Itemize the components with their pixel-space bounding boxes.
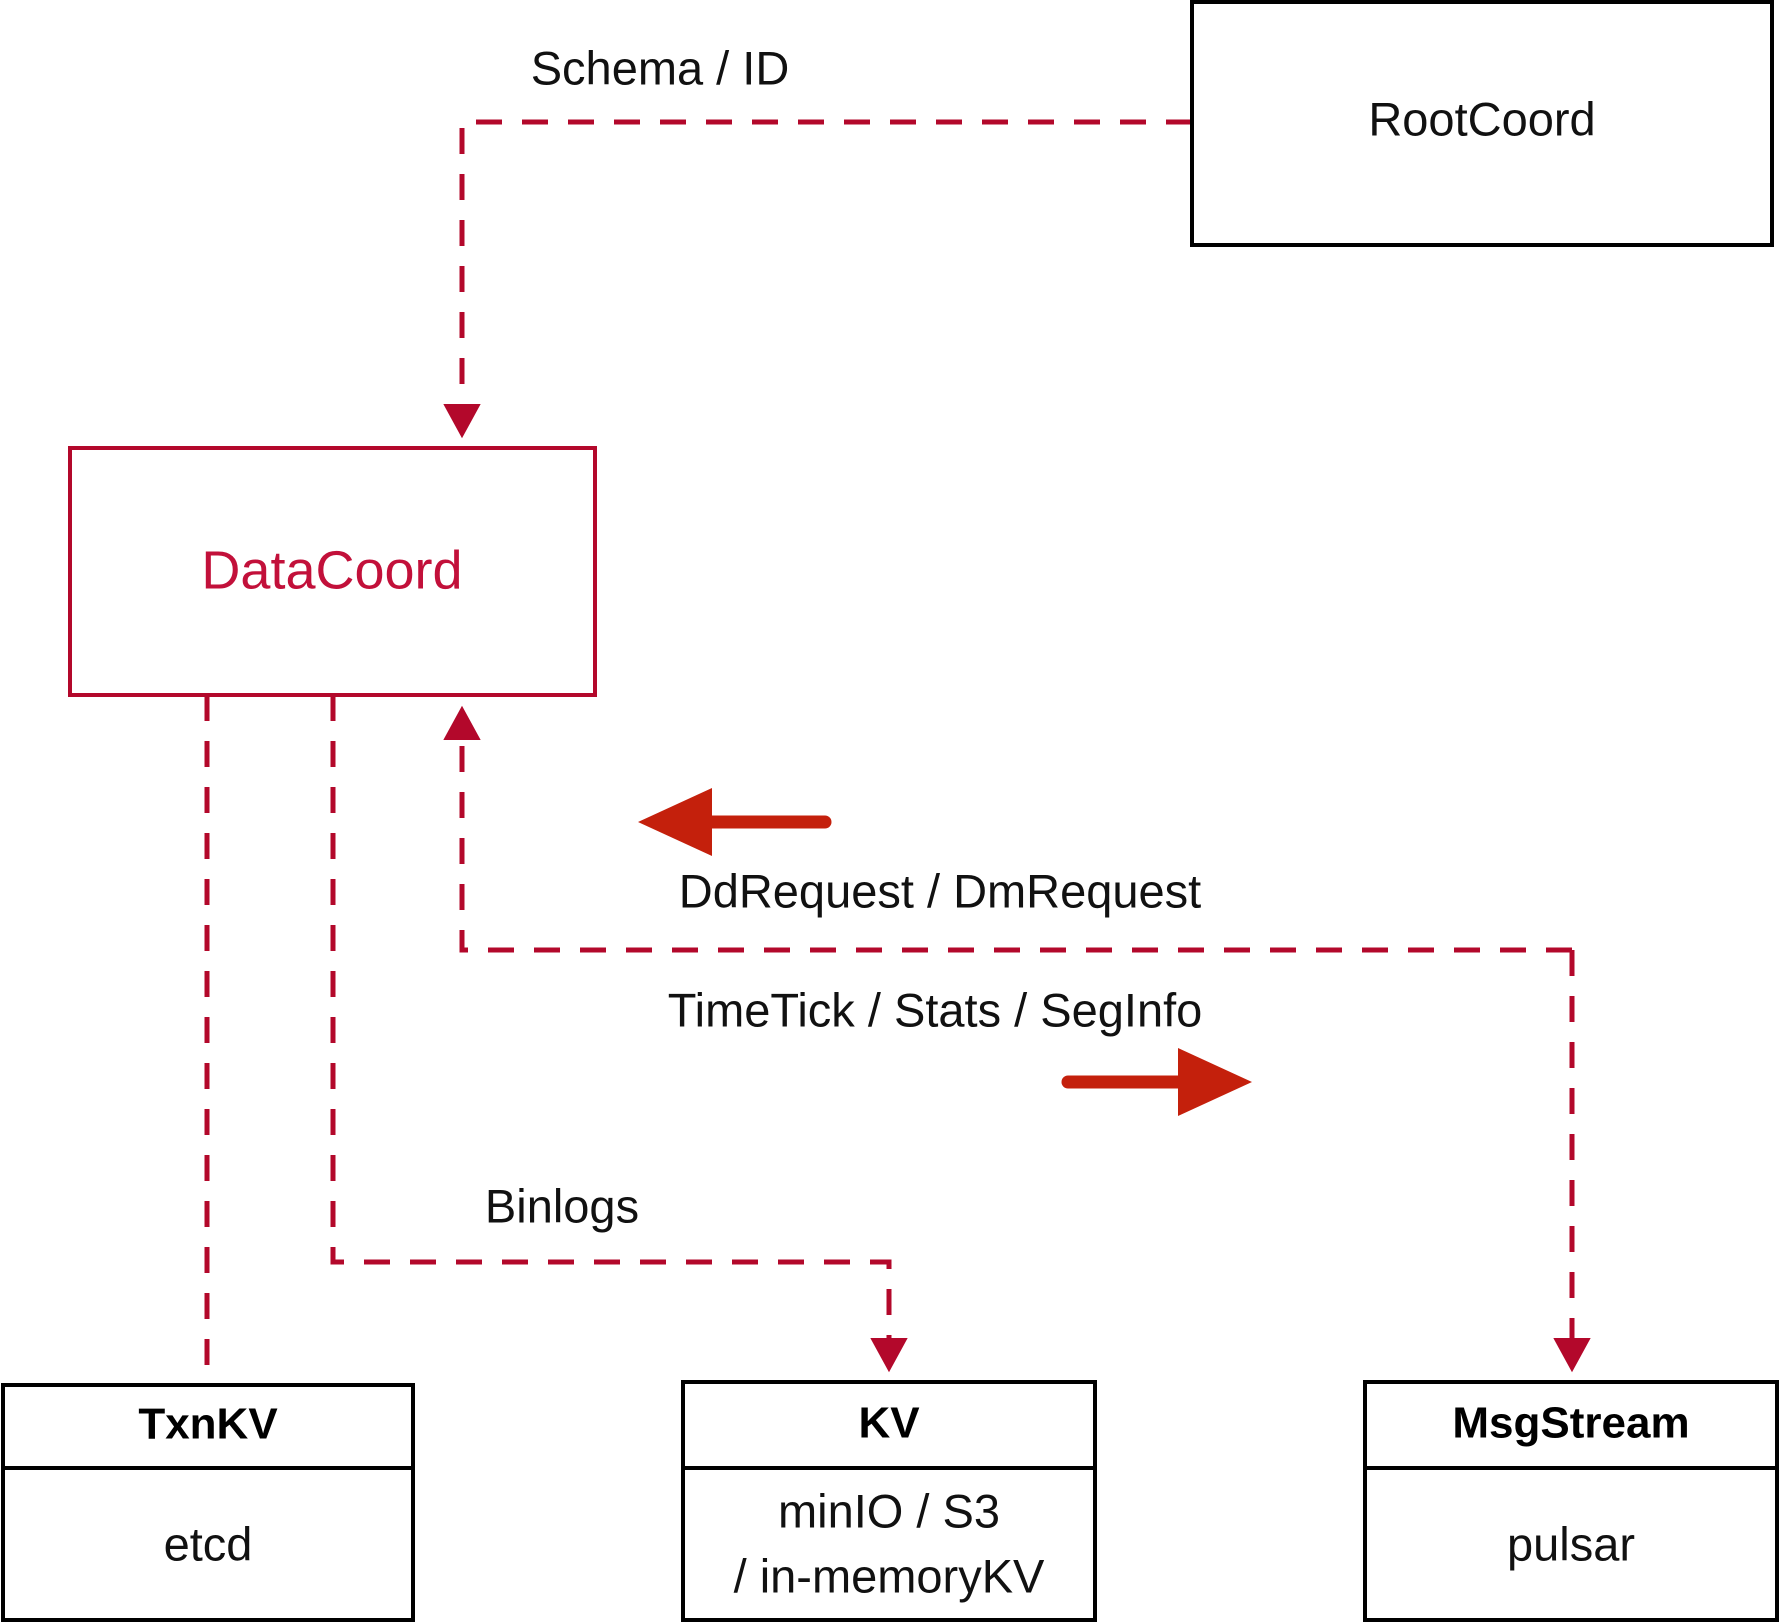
node-txnkv-title: TxnKV	[138, 1400, 278, 1449]
node-txnkv-box[interactable]	[1, 1383, 415, 1622]
edge-label-dd-dm-request: DdRequest / DmRequest	[679, 864, 1201, 917]
node-kv-subtitle-line1: minIO / S3	[778, 1484, 1000, 1537]
edge-label-schema-id: Schema / ID	[531, 41, 790, 94]
node-kv-box[interactable]	[681, 1380, 1097, 1622]
edge-label-schema-id-backing	[520, 40, 810, 102]
node-datacoord-box[interactable]	[68, 446, 597, 697]
edge-dd-dm-request-path	[443, 705, 1572, 953]
edge-binlogs	[330, 695, 908, 1373]
node-txnkv[interactable]: TxnKV etcd	[1, 1383, 415, 1622]
flow-left-arrowhead	[638, 788, 712, 856]
node-datacoord-label: DataCoord	[201, 540, 462, 600]
flow-marker-right	[1061, 1048, 1252, 1116]
edge-label-binlogs-backing	[455, 1178, 670, 1240]
edge-label-timetick-stats-seginfo: TimeTick / Stats / SegInfo	[668, 983, 1203, 1036]
node-rootcoord[interactable]: RootCoord	[1190, 0, 1774, 247]
node-rootcoord-box[interactable]	[1190, 0, 1774, 247]
edge-label-dd-dm-request-backing	[650, 862, 1230, 924]
edge-label-timetick-backing	[630, 982, 1240, 1044]
node-msgstream-subtitle: pulsar	[1507, 1517, 1635, 1570]
edge-dd-dm-request	[443, 705, 1572, 953]
edge-schema-id-path	[443, 119, 1192, 439]
edge-binlogs-path	[330, 695, 908, 1373]
flow-marker-left	[638, 788, 832, 856]
node-kv-subtitle-line2: / in-memoryKV	[734, 1549, 1045, 1602]
node-rootcoord-label: RootCoord	[1368, 92, 1595, 145]
node-datacoord[interactable]: DataCoord	[68, 446, 597, 697]
edge-schema-id	[443, 119, 1192, 439]
node-kv[interactable]: KV minIO / S3 / in-memoryKV	[681, 1380, 1097, 1622]
node-msgstream-box[interactable]	[1363, 1380, 1779, 1622]
node-msgstream-title: MsgStream	[1452, 1399, 1689, 1448]
node-kv-title: KV	[858, 1399, 920, 1448]
flow-right-arrowhead	[1178, 1048, 1252, 1116]
node-msgstream[interactable]: MsgStream pulsar	[1363, 1380, 1779, 1622]
node-txnkv-subtitle: etcd	[164, 1517, 253, 1570]
edge-label-binlogs: Binlogs	[485, 1179, 639, 1232]
edge-label-group: Schema / ID DdRequest / DmRequest TimeTi…	[455, 40, 1240, 1240]
